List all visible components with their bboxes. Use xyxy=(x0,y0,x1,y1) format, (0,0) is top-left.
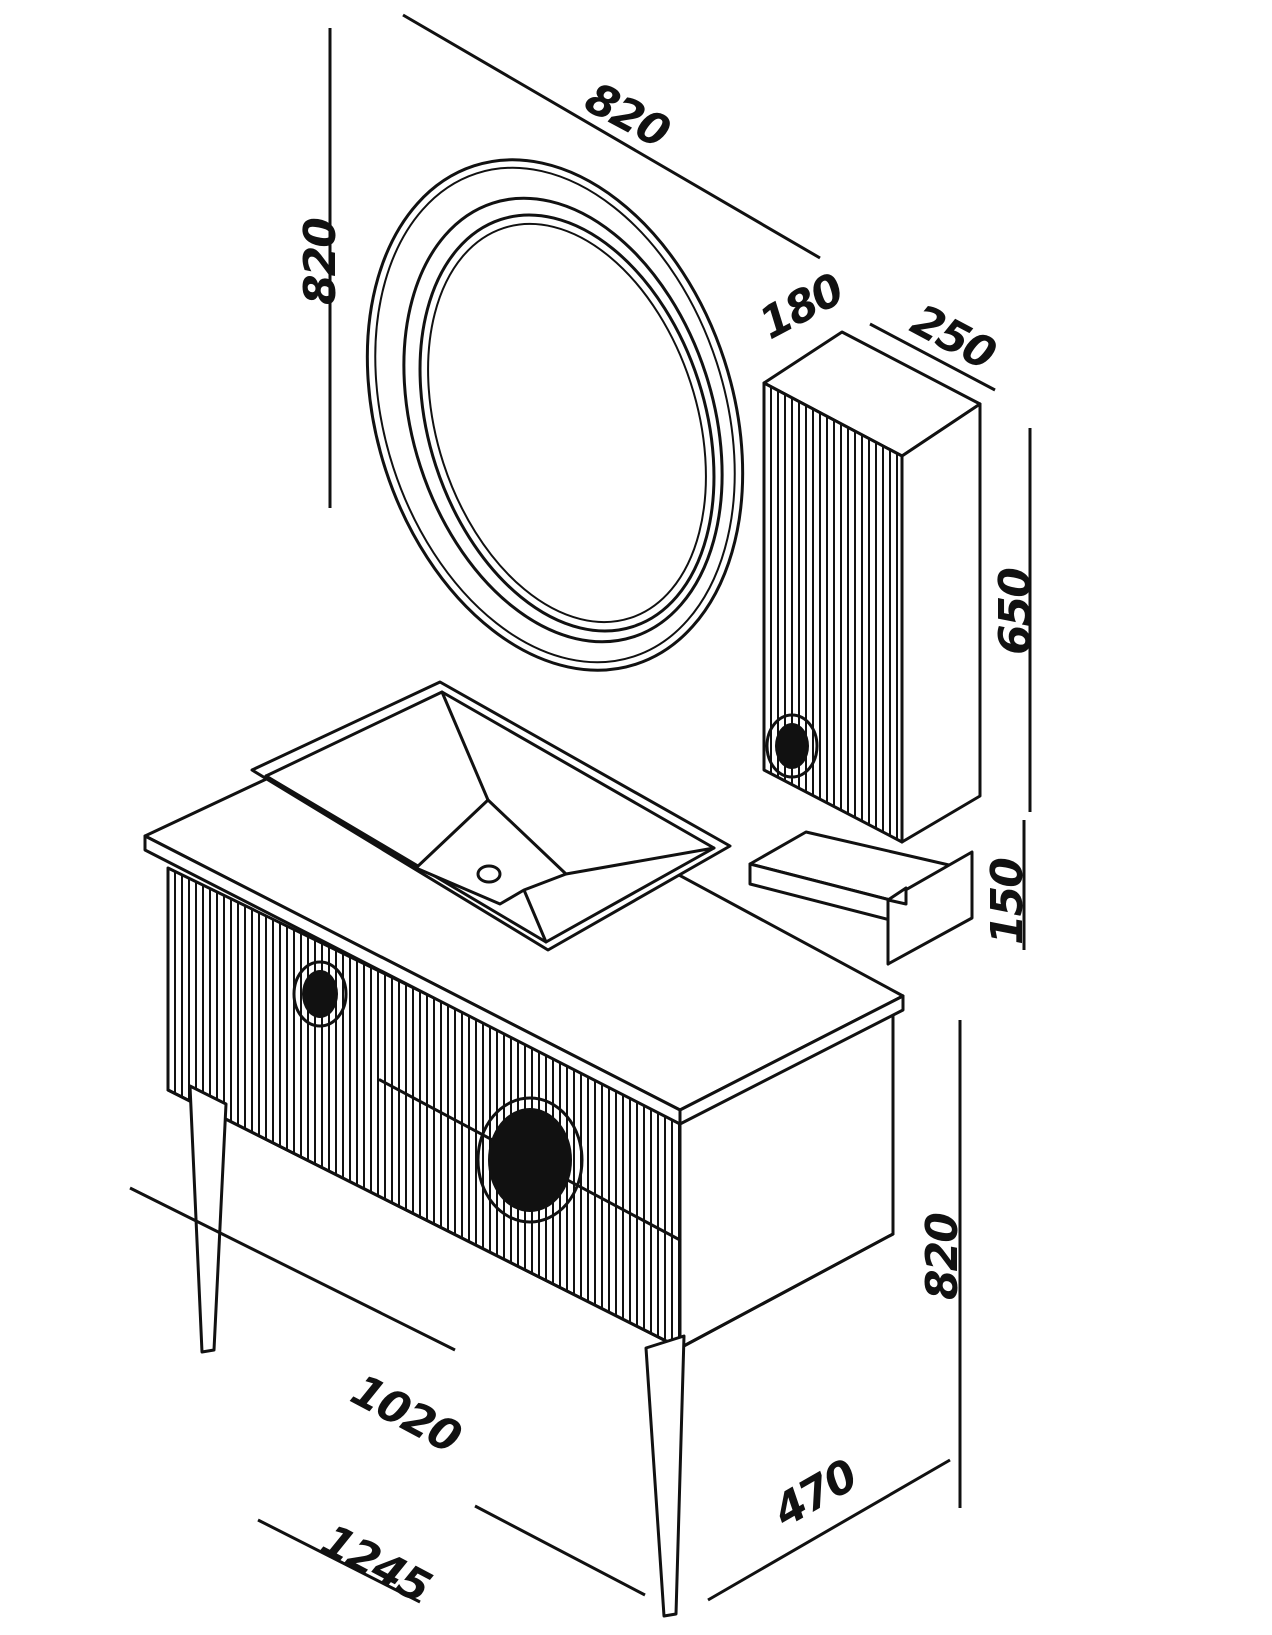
round-mirror xyxy=(365,158,745,672)
dimension-lines xyxy=(129,13,1032,1604)
side-cabinet xyxy=(762,330,982,844)
cabinet-height-label: 650 xyxy=(990,568,1041,655)
vanity-legs xyxy=(188,1084,686,1618)
basin xyxy=(250,680,732,952)
small-shelf xyxy=(748,830,974,966)
vanity-depth-label: 470 xyxy=(764,1450,866,1538)
lower-drawer-knob xyxy=(476,1096,584,1224)
shelf-height-label: 150 xyxy=(982,858,1033,945)
vanity-width-label: 1020 xyxy=(343,1365,469,1464)
total-width-label: 1245 xyxy=(313,1515,438,1614)
upper-drawer-knob xyxy=(292,960,348,1028)
cabinet-knob xyxy=(765,713,819,779)
mirror-height-label: 820 xyxy=(295,218,346,305)
vanity-height-label: 820 xyxy=(917,1213,968,1300)
